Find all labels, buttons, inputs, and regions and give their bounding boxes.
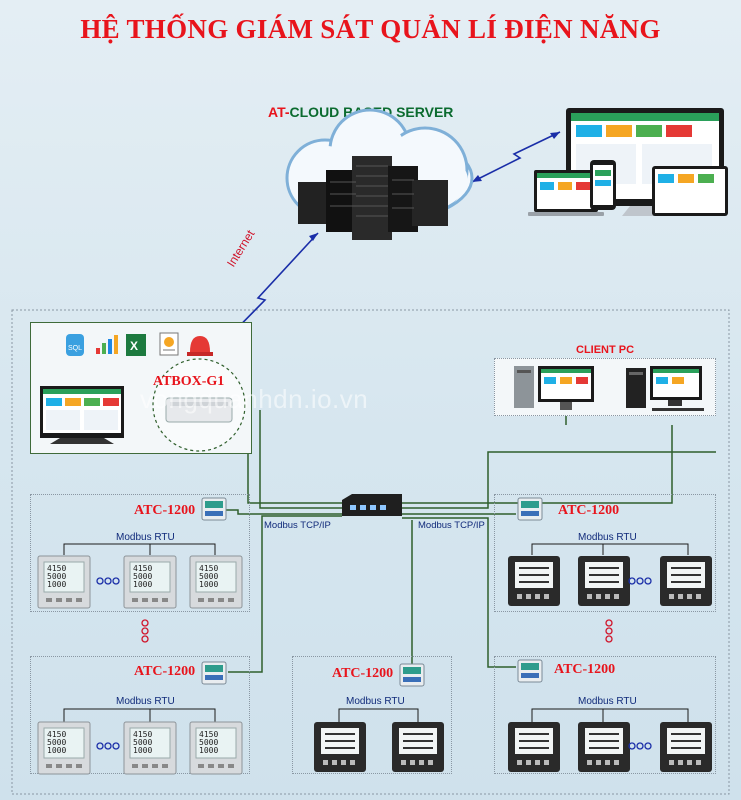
- meter-reading-text: 4150: [133, 564, 152, 573]
- pc-tower-icon-2: [626, 368, 646, 408]
- power-meter-icon: [508, 722, 560, 772]
- power-meter-icon: [392, 722, 444, 772]
- ellipsis-icon: [628, 577, 652, 585]
- group-frame-top-right: [494, 494, 716, 612]
- ellipsis-icon: [96, 577, 120, 585]
- gateway-module-icon: [399, 663, 425, 687]
- gateway-module-icon: [201, 661, 227, 685]
- meter-reading-text: 5000: [199, 738, 218, 747]
- group-frame-bottom-right: [494, 656, 716, 774]
- meter-reading-text: 5000: [199, 572, 218, 581]
- power-meter-icon: [508, 556, 560, 606]
- meter-reading-text: 4150: [47, 564, 66, 573]
- modbus-rtu-label-top-left: Modbus RTU: [116, 532, 175, 543]
- vertical-ellipsis-icon: [605, 619, 613, 643]
- sql-icon: SQL: [66, 334, 84, 356]
- excel-icon: X: [126, 334, 146, 356]
- phone-icon: [590, 160, 616, 210]
- gateway-label-bottom-center: ATC-1200: [332, 666, 394, 681]
- meter-reading-text: 1000: [133, 580, 152, 589]
- desktop-monitor-icon: [40, 386, 124, 444]
- modbus-rtu-label-bottom-right: Modbus RTU: [578, 696, 637, 707]
- power-meter-icon: [578, 722, 630, 772]
- client-link: [471, 131, 561, 183]
- tablet-icon: [652, 166, 728, 216]
- group-frame-top-left: [30, 494, 250, 612]
- power-meter-icon: [660, 722, 712, 772]
- pc-monitor-icon-2: [650, 366, 704, 411]
- pc-tower-icon-1: [514, 366, 534, 408]
- vertical-ellipsis-icon: [141, 619, 149, 643]
- modbus-tcp-left-label: Modbus TCP/IP: [264, 520, 331, 531]
- page-title: HỆ THỐNG GIÁM SÁT QUẢN LÍ ĐIỆN NĂNG: [80, 14, 661, 44]
- gateway-label-bottom-right: ATC-1200: [554, 662, 616, 677]
- meter-reading-text: 5000: [133, 572, 152, 581]
- svg-text:X: X: [130, 339, 138, 353]
- ellipsis-icon: [628, 742, 652, 750]
- meter-reading-text: 1000: [199, 746, 218, 755]
- svg-text:SQL: SQL: [68, 345, 82, 352]
- meter-reading-text: 4150: [133, 730, 152, 739]
- meter-reading-text: 1000: [199, 580, 218, 589]
- cloud-label-prefix: AT-: [268, 104, 290, 120]
- alarm-icon: [187, 336, 213, 356]
- power-meter-icon: [578, 556, 630, 606]
- group-frame-bottom-center: [292, 656, 452, 774]
- network-switch-icon: [342, 494, 402, 516]
- gateway-module-icon: [201, 497, 227, 521]
- atbox-label: ATBOX-G1: [153, 374, 225, 389]
- gateway-module-icon: [517, 659, 543, 683]
- power-meter-icon: [314, 722, 366, 772]
- modbus-tcp-right-label: Modbus TCP/IP: [418, 520, 485, 531]
- meter-reading-text: 4150: [47, 730, 66, 739]
- report-icon: [159, 332, 179, 356]
- laptop-icon: [528, 170, 604, 216]
- meter-reading-text: 5000: [47, 738, 66, 747]
- server-rack-icon: [298, 156, 448, 240]
- gateway-label-top-left: ATC-1200: [134, 503, 196, 518]
- atbox-device-icon: [152, 358, 246, 452]
- meter-reading-text: 5000: [133, 738, 152, 747]
- meter-reading-text: 1000: [47, 580, 66, 589]
- modbus-rtu-label-bottom-center: Modbus RTU: [346, 696, 405, 707]
- watermark-text: vongquanhdn.io.vn: [140, 384, 369, 414]
- modbus-rtu-label-top-right: Modbus RTU: [578, 532, 637, 543]
- modbus-rtu-label-bottom-left: Modbus RTU: [116, 696, 175, 707]
- meter-reading-text: 4150: [199, 730, 218, 739]
- chart-icon: [96, 335, 118, 354]
- power-meter-icon: [660, 556, 712, 606]
- meter-reading-text: 1000: [47, 746, 66, 755]
- meter-reading-text: 5000: [47, 572, 66, 581]
- pc-monitor-icon-1: [538, 366, 594, 410]
- gateway-module-icon: [517, 497, 543, 521]
- ellipsis-icon: [96, 742, 120, 750]
- client-pc-label: CLIENT PC: [576, 344, 635, 356]
- meter-reading-text: 1000: [133, 746, 152, 755]
- network-frame: [11, 309, 730, 795]
- gateway-label-top-right: ATC-1200: [558, 503, 620, 518]
- gateway-label-bottom-left: ATC-1200: [134, 664, 196, 679]
- meter-reading-text: 4150: [199, 564, 218, 573]
